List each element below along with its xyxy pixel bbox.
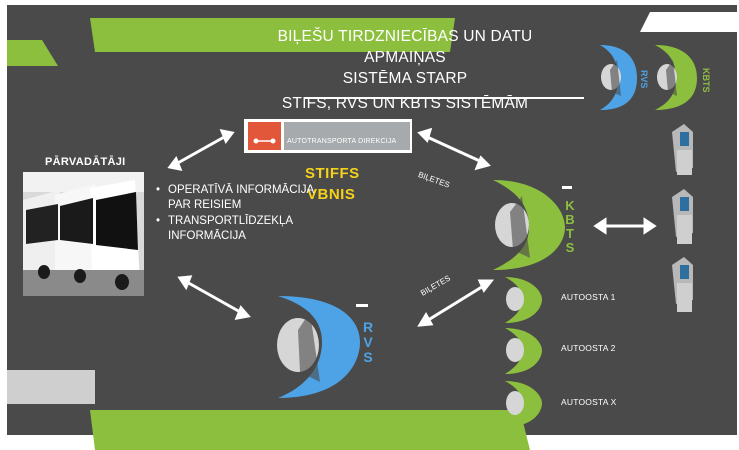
arrow-atd-kbts: [417, 127, 491, 171]
small-kbts-logo: KBTS: [655, 45, 711, 110]
right-white-bar: [640, 12, 739, 32]
rvs-logo-large: [277, 296, 368, 398]
carriers-info-item: TRANSPORTLĪDZEKĻA INFORMĀCIJA: [156, 214, 326, 243]
bottom-green-bar: [90, 410, 530, 450]
atd-text: AUTOTRANSPORTA DIREKCIJA: [287, 138, 397, 145]
station-label-x: AUTOOSTA X: [561, 397, 617, 407]
small-rvs-logo: RVS: [600, 45, 649, 110]
carriers-info-list: OPERATĪVĀ INFORMĀCIJA PAR REISIEM TRANSP…: [156, 183, 326, 243]
top-green-bar: [90, 18, 455, 52]
left-gray-bar: [7, 370, 95, 404]
station-label-2: AUTOOSTA 2: [561, 343, 616, 353]
station-logo-x: [505, 381, 542, 427]
kbts-letters: KBTS: [565, 198, 575, 255]
arrow-rvs-kbts: [417, 279, 495, 327]
arrow-carriers-rvs: [177, 275, 251, 320]
kbts-logo-large: [493, 180, 572, 270]
station-logo-2: [505, 328, 542, 374]
left-green-bar: [7, 40, 58, 66]
station-label-1: AUTOOSTA 1: [561, 292, 616, 302]
ticket-kiosk-3: [672, 257, 693, 312]
rvs-letters: RVS: [362, 319, 374, 365]
svg-text:KBTS: KBTS: [701, 68, 711, 93]
atd-logo: [244, 119, 412, 153]
title-line-3: STIFS, RVS UN KBTS SISTĒMĀM: [281, 95, 529, 112]
carriers-heading: PĀRVADĀTĀJI: [45, 156, 126, 168]
title-line-1: BIĻEŠU TIRDZNIECĪBAS UN DATU APMAIŅAS: [277, 28, 533, 66]
svg-text:RVS: RVS: [639, 70, 649, 88]
arrow-kbts-kiosks: [593, 217, 657, 235]
station-logo-1: [505, 277, 542, 323]
buses-photo: [23, 172, 144, 296]
arrow-carriers-atd: [167, 128, 235, 172]
title-line-2: SISTĒMA STARP: [342, 70, 468, 87]
title-underline: [304, 97, 584, 99]
ticket-kiosk-1: [672, 124, 693, 175]
carriers-info-item: OPERATĪVĀ INFORMĀCIJA PAR REISIEM: [156, 183, 326, 212]
stiffs-label: STIFFS: [305, 165, 360, 182]
ticket-kiosk-2: [672, 189, 693, 244]
page-title: BIĻEŠU TIRDZNIECĪBAS UN DATU APMAIŅAS SI…: [240, 26, 570, 114]
